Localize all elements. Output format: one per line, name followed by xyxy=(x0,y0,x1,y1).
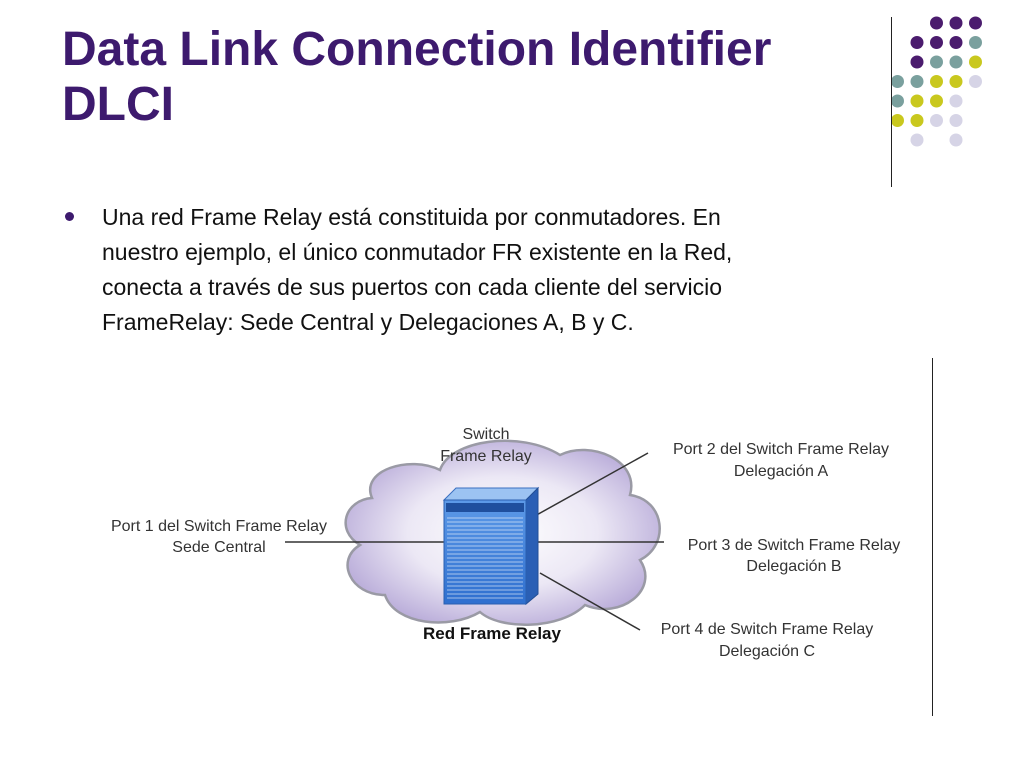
decorative-dot xyxy=(891,75,904,88)
decorative-dot xyxy=(930,55,943,69)
frame-relay-switch-icon xyxy=(442,486,540,606)
decorative-dot xyxy=(949,114,963,127)
decorative-dot xyxy=(910,114,924,127)
port-2-label-line-2: Delegación A xyxy=(734,463,829,480)
decorative-dot xyxy=(930,75,943,88)
port-4-line xyxy=(539,572,641,631)
decorative-dot xyxy=(949,75,963,88)
decorative-dot xyxy=(910,55,924,69)
port-2-line xyxy=(532,452,649,518)
decorative-dot xyxy=(969,36,982,49)
port-4-label-line-2: Delegación C xyxy=(719,643,815,660)
decorative-dot xyxy=(910,36,924,49)
network-label: Red Frame Relay xyxy=(423,624,561,643)
decorative-dot xyxy=(910,94,924,108)
decorative-dot xyxy=(930,16,943,30)
switch-label-line-2: Frame Relay xyxy=(440,448,532,465)
decorative-dot xyxy=(969,55,982,69)
decorative-dot xyxy=(949,133,963,147)
decorative-dot xyxy=(910,75,924,88)
port-1-label-line-1: Port 1 del Switch Frame Relay xyxy=(111,518,327,535)
decorative-dot xyxy=(949,16,963,30)
slide-title-line-1: Data Link Connection Identifier xyxy=(62,23,772,76)
bullet-text: Una red Frame Relay está constituida por… xyxy=(102,200,892,340)
bullet-line-4: FrameRelay: Sede Central y Delegaciones … xyxy=(102,309,634,335)
decorative-dot xyxy=(910,133,924,147)
bullet-dot-icon xyxy=(65,212,74,221)
port-2-label-line-1: Port 2 del Switch Frame Relay xyxy=(673,441,889,458)
slide-title: Data Link Connection Identifier DLCI xyxy=(62,22,892,132)
decorative-dot xyxy=(930,36,943,49)
port-4-label-line-1: Port 4 de Switch Frame Relay xyxy=(661,621,874,638)
decorative-dot xyxy=(969,16,982,30)
decorative-dot xyxy=(930,114,943,127)
port-3-label-line-2: Delegación B xyxy=(746,558,841,575)
bullet-line-2: nuestro ejemplo, el único conmutador FR … xyxy=(102,239,733,265)
diagram-divider-line xyxy=(932,358,933,716)
decorative-dot xyxy=(949,55,963,69)
decorative-dot xyxy=(930,94,943,108)
decorative-dot-grid xyxy=(891,16,982,147)
port-3-label-line-1: Port 3 de Switch Frame Relay xyxy=(688,537,901,554)
bullet-item: Una red Frame Relay está constituida por… xyxy=(62,200,892,340)
decorative-dot xyxy=(969,75,982,88)
port-connector-lines xyxy=(285,452,664,631)
switch-label-line-1: Switch xyxy=(462,426,509,443)
decorative-dot xyxy=(949,36,963,49)
bullet-line-1: Una red Frame Relay está constituida por… xyxy=(102,204,721,230)
decorative-dot xyxy=(949,94,963,108)
decorative-dot xyxy=(891,94,904,108)
decorative-dot xyxy=(891,114,904,127)
port-1-label-line-2: Sede Central xyxy=(172,539,265,556)
bullet-list: Una red Frame Relay está constituida por… xyxy=(62,200,892,340)
title-divider-line xyxy=(891,17,892,187)
bullet-line-3: conecta a través de sus puertos con cada… xyxy=(102,274,723,300)
slide-title-line-2: DLCI xyxy=(62,78,174,131)
